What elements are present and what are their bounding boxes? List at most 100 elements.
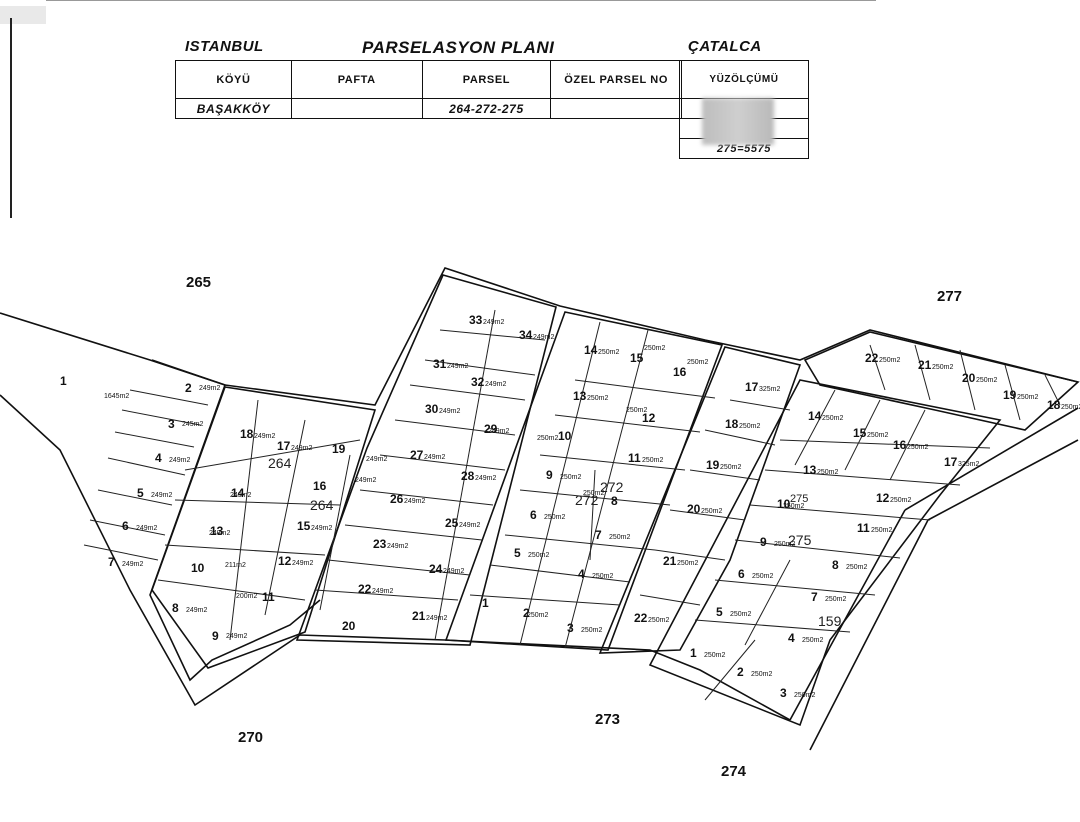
lot-number: 20	[687, 502, 701, 516]
lot-number: 6	[122, 519, 129, 533]
lot-area: 250m2	[704, 652, 726, 659]
lot-area: 250m2	[751, 671, 773, 678]
header-city: ISTANBUL	[185, 38, 264, 55]
lot-number: 11	[262, 590, 275, 604]
lot-area: 250m2	[720, 464, 742, 471]
lot-number: 19	[706, 458, 720, 472]
lot-number: 1	[690, 646, 697, 660]
lot-area: 250m2	[783, 503, 805, 510]
lot-area: 245m2	[182, 421, 204, 428]
neighbor-parcel-277: 277	[937, 288, 962, 305]
lot-area: 250m2	[581, 627, 603, 634]
parcel-info-table: KÖYÜ PAFTA PARSEL ÖZEL PARSEL NO BAŞAKKÖ…	[175, 60, 682, 119]
block-outlines	[0, 267, 1080, 751]
lot-area: 249m2	[136, 525, 158, 532]
lot-area: 249m2	[372, 588, 394, 595]
block-west-outline	[151, 386, 377, 669]
neighbor-parcel-274: 274	[721, 763, 747, 780]
lot-number: 22	[865, 351, 879, 365]
block-labels: 264 264 272 272 275 275 159	[268, 455, 842, 629]
lot-area: 250m2	[817, 469, 839, 476]
lot-area: 249m2	[443, 568, 465, 575]
lot-number: 18	[1047, 398, 1061, 412]
block-label-264: 264	[310, 497, 334, 513]
lot-number: 6	[530, 508, 537, 522]
block-label-264: 264	[268, 455, 292, 471]
lot-area: 250m2	[730, 611, 752, 618]
lot-number: 12	[278, 554, 292, 568]
lot-area: 250m2	[774, 541, 796, 548]
lot-area: 249m2	[483, 319, 505, 326]
block-ne-outline	[803, 331, 1080, 431]
block-272b-outline	[598, 346, 802, 654]
lot-number: 11	[857, 521, 870, 535]
lot-number: 31	[433, 357, 447, 371]
lot-number: 33	[469, 313, 483, 327]
lot-area: 250m2	[587, 395, 609, 402]
block-272-outline	[444, 311, 724, 651]
lot-number: 13	[803, 463, 817, 477]
lot-area: 249m2	[311, 525, 333, 532]
road-east-4	[809, 519, 929, 751]
lot-area: 250m2	[626, 407, 648, 414]
lot-area: 250m2	[537, 435, 559, 442]
lot-area: 249m2	[291, 445, 313, 452]
lot-area: 325m2	[958, 461, 980, 468]
lot-number: 22	[634, 611, 648, 625]
lot-area: 250m2	[879, 357, 901, 364]
lot-area: 250m2	[598, 349, 620, 356]
lot-area: 249m2	[199, 385, 221, 392]
lot-area: 250m2	[802, 637, 824, 644]
lot-number: 4	[788, 631, 795, 645]
road-edge-west-lower	[0, 394, 791, 721]
lot-area: 249m2	[387, 543, 409, 550]
lot-number: 20	[342, 619, 356, 633]
block-label-272: 272	[600, 479, 624, 495]
block-275-outline	[648, 379, 1002, 727]
lot-area: 249m2	[475, 475, 497, 482]
lot-area: 250m2	[825, 596, 847, 603]
lot-area: 249m2	[488, 428, 510, 435]
lot-number: 19	[1003, 388, 1017, 402]
lot-number: 4	[155, 451, 162, 465]
redacted-area-values	[702, 98, 774, 145]
lot-number: 15	[630, 351, 644, 365]
lot-number: 18	[725, 417, 739, 431]
lot-number: 10	[191, 561, 205, 575]
lot-area: 250m2	[871, 527, 893, 534]
neighbor-labels: 265 277 270 273 274	[186, 274, 962, 780]
lot-number: 27	[410, 448, 424, 462]
lot-area: 250m2	[867, 432, 889, 439]
lot-area: 249m2	[459, 522, 481, 529]
lot-number: 16	[313, 479, 327, 493]
lot-area: 250m2	[677, 560, 699, 567]
lot-number: 10	[558, 429, 572, 443]
lot-area: 250m2	[1017, 394, 1039, 401]
lot-area: 250m2	[560, 474, 582, 481]
lot-area: 249m2	[254, 433, 276, 440]
plan-title: PARSELASYON PLANI	[362, 38, 555, 57]
lot-number: 30	[425, 402, 439, 416]
lot-number: 1	[60, 374, 67, 388]
lot-number: 17	[277, 439, 291, 453]
lot-number: 7	[811, 590, 818, 604]
lot-area: 250m2	[583, 490, 605, 497]
road-east-2	[927, 439, 1079, 521]
lot-area: 250m2	[907, 444, 929, 451]
lot-area: 250m2	[739, 423, 761, 430]
road-east-1	[904, 407, 1079, 511]
lot-number: 3	[168, 417, 175, 431]
lot-area: 250m2	[687, 359, 709, 366]
lot-area: 249m2	[209, 530, 231, 537]
lot-lines	[83, 309, 1061, 701]
lot-number: 10	[777, 497, 791, 511]
lot-area: 250m2	[822, 415, 844, 422]
lot-number: 16	[893, 438, 907, 452]
lot-number: 19	[332, 442, 346, 456]
lot-number: 8	[832, 558, 839, 572]
block-label-275: 275	[788, 532, 812, 548]
lot-number: 9	[760, 535, 767, 549]
lot-number: 21	[412, 609, 426, 623]
